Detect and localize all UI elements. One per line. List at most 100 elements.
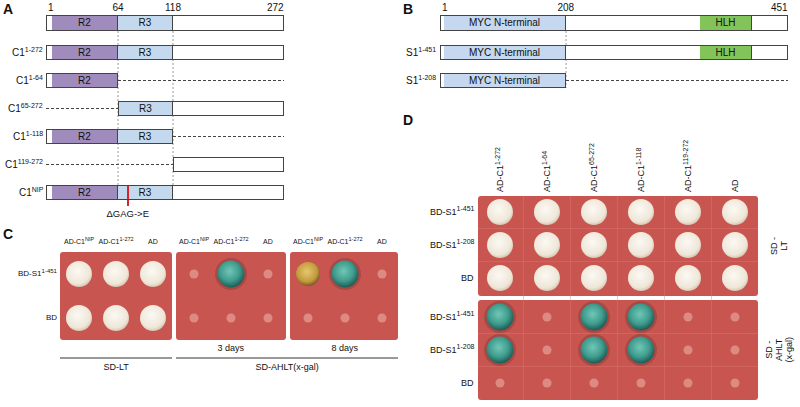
yeast-colony	[675, 232, 701, 258]
row-label-slot: BD-S11-208	[430, 345, 474, 356]
residue-range: 1-208	[418, 74, 436, 81]
domain-box: R3	[119, 102, 173, 115]
panel-letter: D	[403, 112, 413, 128]
yeast-colony	[675, 199, 701, 225]
no-growth-spot	[637, 379, 646, 388]
column-label: AD	[730, 179, 740, 192]
no-growth-spot	[590, 379, 599, 388]
row-label-slot: BD-S11-208	[430, 240, 474, 251]
construct-bar: R2R3C11-118	[46, 129, 173, 144]
no-growth-spot	[378, 270, 387, 279]
no-growth-spot	[731, 379, 740, 388]
column-label: AD-C1	[328, 238, 349, 245]
column-label-slot: AD-C11-272	[214, 238, 249, 246]
pale-colony	[296, 262, 320, 286]
no-growth-spot	[543, 379, 552, 388]
scale-slot: 451	[771, 2, 788, 14]
construct-bar: C1119-272	[173, 157, 284, 172]
blue-colony	[215, 258, 247, 290]
yeast-colony	[103, 305, 129, 331]
column-label-slot: AD	[263, 238, 273, 246]
blue-colony	[578, 334, 610, 366]
no-growth-spot	[341, 314, 350, 323]
grid-line	[617, 196, 618, 400]
no-growth-spot	[264, 314, 273, 323]
yeast-colony	[628, 199, 654, 225]
column-label-slot: AD-C11-64	[542, 151, 553, 192]
row-label-slot: S11-208	[406, 75, 436, 87]
construct-bar: R3C165-272	[118, 101, 284, 116]
domain-box: R2	[52, 74, 117, 87]
superscript: 1-272	[235, 236, 249, 242]
panel-letter-slot: C	[3, 226, 13, 243]
time-label: 3 days	[218, 343, 245, 353]
domain-label: R2	[78, 48, 91, 58]
row-label-slot: C1119-272	[5, 159, 43, 171]
row-label: BD-S1	[430, 345, 457, 355]
superscript: 1-451	[457, 205, 475, 212]
panel-letter: A	[3, 1, 13, 17]
no-growth-spot	[684, 379, 693, 388]
grid-line	[711, 196, 712, 400]
superscript: NIP	[85, 236, 94, 242]
blue-colony	[625, 301, 657, 333]
domain-label: R3	[139, 104, 152, 114]
plates-d	[478, 196, 758, 400]
row-label-slot: BD	[461, 273, 474, 284]
superscript: 1-272	[120, 236, 134, 242]
construct-bar: MYC N-terminalS11-208	[440, 73, 566, 88]
superscript: 1-64	[540, 151, 547, 165]
construct-bar: R2R3C11-272	[46, 45, 284, 60]
medium-label-slot: SD-LT	[104, 362, 129, 373]
panel-letter-slot: B	[403, 1, 413, 18]
construct-bar: R2R3C1NIP	[46, 185, 284, 200]
time-label-slot: 8 days	[332, 343, 359, 354]
row-label-slot: C165-272	[8, 103, 43, 115]
row-label-slot: C11-272	[12, 47, 43, 59]
domain-box: R2	[52, 16, 118, 30]
deletion-line	[46, 108, 118, 109]
yeast-colony	[487, 265, 513, 291]
yeast-colony	[487, 199, 513, 225]
row-label-slot: BD-S11-451	[430, 207, 474, 218]
column-label-slot: AD-C1NIP	[293, 238, 323, 246]
medium-label-slot: SD -AHLT (x-gal)	[765, 333, 795, 367]
row-label: BD	[46, 313, 57, 322]
construct-name: C1	[16, 75, 29, 86]
bracket-line	[60, 358, 172, 359]
row-label: BD-S1	[430, 207, 457, 217]
yeast-colony	[581, 265, 607, 291]
no-growth-spot	[227, 314, 236, 323]
scale-number: 1	[48, 2, 54, 13]
row-label: BD-S1	[430, 312, 457, 322]
column-label: AD-C1	[589, 165, 599, 192]
deletion-line	[118, 80, 284, 81]
column-label-slot: AD-C165-272	[589, 143, 600, 192]
no-growth-spot	[304, 314, 313, 323]
yeast-colony	[66, 305, 92, 331]
scale-bar: MYC N-terminalHLH1208451	[440, 15, 788, 31]
construct-name: C1	[8, 103, 21, 114]
scale-slot: 208	[558, 2, 575, 14]
row-label-slot: BD	[461, 378, 474, 389]
yeast-colony	[722, 199, 748, 225]
column-label: AD-C1	[293, 238, 314, 245]
construct-name: C1	[12, 47, 25, 58]
superscript: 1-208	[457, 238, 475, 245]
yeast-colony	[140, 305, 166, 331]
yeast-colony	[534, 265, 560, 291]
column-label: AD-C1	[683, 165, 693, 192]
column-label: AD-C1	[179, 238, 200, 245]
column-label-slot: AD-C11-272	[328, 238, 363, 246]
bracket-line	[176, 358, 398, 359]
medium-label-slot: SD -LT	[770, 234, 790, 258]
construct-name: C1	[13, 131, 26, 142]
yeast-colony	[722, 265, 748, 291]
column-label: AD-C1	[99, 238, 120, 245]
yeast-colony	[628, 265, 654, 291]
construct-name: C1	[5, 159, 18, 170]
domain-label: MYC N-terminal	[469, 48, 540, 58]
no-growth-spot	[378, 314, 387, 323]
